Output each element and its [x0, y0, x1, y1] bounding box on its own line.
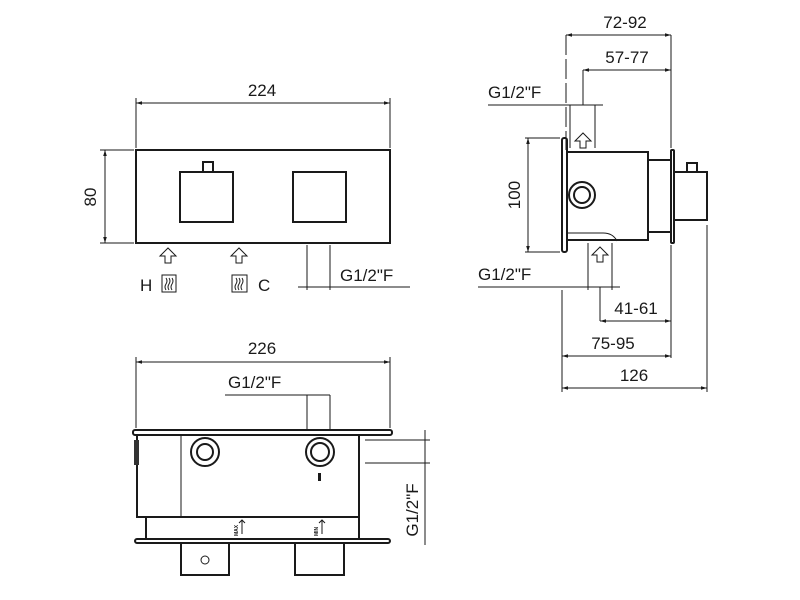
- arrow-icon: [238, 519, 246, 534]
- knob-right: [292, 171, 347, 223]
- cold-water-icon: [231, 274, 248, 293]
- max-label: MAX: [234, 524, 240, 536]
- thread-label-top: G1/2"F: [488, 83, 541, 102]
- min-label: MIN: [314, 526, 320, 536]
- arrow-up-icon: [229, 247, 249, 264]
- arrow-up-icon: [158, 247, 178, 264]
- knob-left: [179, 171, 234, 223]
- outlet-foot: [180, 542, 230, 576]
- bottom-view: 226 G1/2"F MAX MIN G1/2"F: [132, 339, 430, 576]
- cold-label: C: [258, 276, 270, 295]
- top-plate: [132, 429, 393, 436]
- dim-126: 126: [620, 366, 648, 385]
- arrow-up-icon: [573, 132, 593, 149]
- thread-label-side: G1/2"F: [403, 483, 422, 536]
- thread-label-bottom: G1/2"F: [478, 265, 531, 284]
- knob-stem: [202, 161, 214, 173]
- dim-41-61: 41-61: [614, 299, 657, 318]
- height-dimension: 80: [81, 188, 100, 207]
- dim-75-95: 75-95: [591, 334, 634, 353]
- width-dimension: 226: [248, 339, 276, 358]
- front-view: 224 80 H C G1/2"F: [81, 81, 410, 295]
- arrow-up-icon: [590, 246, 610, 263]
- thread-label-top: G1/2"F: [228, 373, 281, 392]
- dim-72-92: 72-92: [603, 13, 646, 32]
- bottom-plate: [134, 538, 391, 544]
- hot-water-icon: [161, 274, 177, 293]
- hot-label: H: [140, 276, 152, 295]
- dim-57-77: 57-77: [605, 48, 648, 67]
- handle: [673, 171, 708, 221]
- height-dimension: 100: [505, 181, 524, 209]
- outlet-foot: [294, 542, 345, 576]
- arrow-icon: [318, 519, 326, 534]
- side-view: 72-92 57-77 G1/2"F 100 G1/2"F 41-61 75-9…: [478, 13, 708, 392]
- front-plate: [135, 149, 391, 244]
- thread-label: G1/2"F: [340, 266, 393, 285]
- width-dimension: 224: [248, 81, 276, 100]
